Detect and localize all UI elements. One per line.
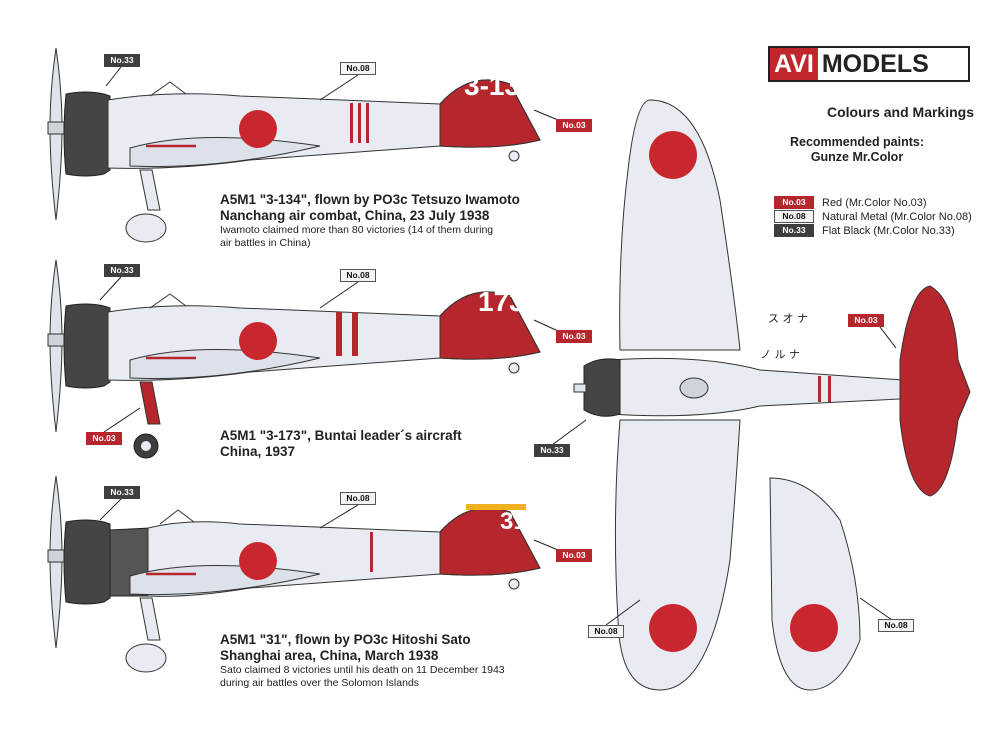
wing: [129, 137, 321, 168]
wing-detail: [769, 477, 861, 691]
callout-tail-2: No.03: [556, 330, 592, 343]
callout-fuselage-1: No.08: [340, 62, 376, 75]
callout-fuselage-3: No.08: [340, 492, 376, 505]
aircraft-side-view-2: [47, 259, 541, 459]
caption-note-line-2: during air battles over the Solomon Isla…: [220, 677, 420, 689]
caption-title-line-1: A5M1 "31", flown by PO3c Hitoshi Sato: [220, 632, 471, 647]
wing-upper: [619, 99, 741, 351]
caption-title-line-2: China, 1937: [220, 444, 296, 459]
brand-logo-part-b: MODELS: [817, 48, 933, 80]
tail-red: [439, 79, 541, 148]
callout-tail-1: No.03: [556, 119, 592, 132]
aircraft-plan-view: [573, 99, 971, 691]
recommended-line-2: Gunze Mr.Color: [810, 150, 904, 164]
legend-swatch-metal: No.08: [774, 210, 814, 223]
caption-aircraft-2: A5M1 "3-173", Buntai leader´s aircraft C…: [220, 428, 462, 460]
caption-title-line-2: Nanchang air combat, China, 23 July 1938: [220, 208, 490, 223]
landing-gear: [139, 169, 161, 211]
stencil-lower: ノ ル ナ: [760, 348, 800, 361]
recommended-line-1: Recommended paints:: [789, 135, 925, 149]
stencil-upper: ス オ ナ: [768, 312, 808, 325]
callout-fuselage-2: No.08: [340, 269, 376, 282]
brand-logo-part-a: AVI: [770, 48, 818, 80]
callout-planview-cowling: No.33: [534, 444, 570, 457]
callout-cowling-1: No.33: [104, 54, 140, 67]
propeller: [47, 47, 65, 221]
legend-swatch-black: No.33: [774, 224, 814, 237]
callout-cowling-2: No.33: [104, 264, 140, 277]
caption-title-line-1: A5M1 "3-134", flown by PO3c Tetsuzo Iwam…: [220, 192, 520, 207]
callout-tail-3: No.03: [556, 549, 592, 562]
legend-item-red: No.03 Red (Mr.Color No.03): [774, 196, 927, 209]
canopy: [149, 81, 187, 97]
callout-planview-tail: No.03: [848, 314, 884, 327]
callout-lines: [99, 66, 897, 626]
aircraft-side-view-1: [47, 47, 541, 243]
aircraft-marking-2: 173: [478, 286, 525, 317]
legend-label-metal: Natural Metal (Mr.Color No.08): [822, 210, 972, 223]
aircraft-side-view-3: [47, 475, 541, 673]
caption-note-line-2: air battles in China): [220, 237, 311, 249]
page-heading: Colours and Markings: [826, 104, 974, 120]
aircraft-marking-2-top: 3: [497, 258, 510, 283]
caption-aircraft-3: A5M1 "31", flown by PO3c Hitoshi Sato Sh…: [220, 632, 505, 690]
legend-label-black: Flat Black (Mr.Color No.33): [822, 224, 955, 237]
legend-item-metal: No.08 Natural Metal (Mr.Color No.08): [774, 210, 972, 223]
cowling: [63, 91, 111, 177]
caption-title-line-2: Shanghai area, China, March 1938: [220, 648, 439, 663]
brand-logo: AVI MODELS: [768, 46, 970, 82]
callout-gear-2: No.03: [86, 432, 122, 445]
landing-gear-red: [139, 381, 161, 425]
callout-cowling-3: No.33: [104, 486, 140, 499]
caption-title-line-1: A5M1 "3-173", Buntai leader´s aircraft: [220, 428, 462, 443]
aircraft-marking-3: 31: [500, 508, 527, 535]
hinomaru: [239, 110, 277, 148]
aircraft-marking-1: 3-134: [464, 70, 536, 101]
tail-plan-red: [899, 285, 971, 497]
caption-note-line-1: Iwamoto claimed more than 80 victories (…: [220, 224, 494, 236]
cowling-top: [583, 358, 621, 417]
recommended-paints: Recommended paints: Gunze Mr.Color: [740, 135, 974, 165]
callout-planview-wing: No.08: [588, 625, 624, 638]
legend-item-black: No.33 Flat Black (Mr.Color No.33): [774, 224, 955, 237]
legend-label-red: Red (Mr.Color No.03): [822, 196, 927, 209]
wing-lower: [614, 419, 741, 691]
caption-aircraft-1: A5M1 "3-134", flown by PO3c Tetsuzo Iwam…: [220, 192, 520, 250]
legend-swatch-red: No.03: [774, 196, 814, 209]
caption-note-line-1: Sato claimed 8 victories until his death…: [220, 664, 505, 676]
callout-planview-wing-detail: No.08: [878, 619, 914, 632]
